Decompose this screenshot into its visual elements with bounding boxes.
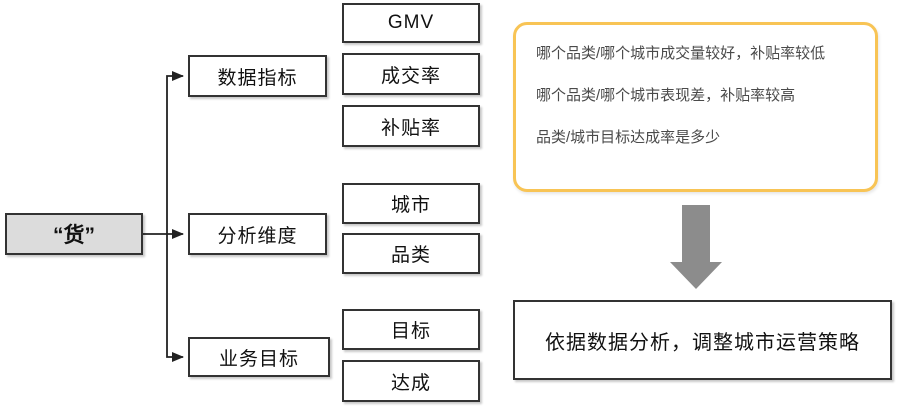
- node-root-goods: “货”: [5, 213, 143, 255]
- connector-root-to-metrics: [166, 71, 184, 234]
- node-conversion-rate: 成交率: [342, 53, 480, 95]
- node-city: 城市: [342, 183, 480, 224]
- node-gmv: GMV: [342, 3, 480, 43]
- question-line-1: 哪个品类/哪个城市成交量较好，补贴率较低: [536, 45, 826, 62]
- node-subsidy-rate: 补贴率: [342, 105, 480, 147]
- node-category: 品类: [342, 233, 480, 274]
- node-target: 目标: [342, 309, 480, 350]
- node-business-goals: 业务目标: [188, 337, 330, 377]
- questions-panel: 哪个品类/哪个城市成交量较好，补贴率较低 哪个品类/哪个城市表现差，补贴率较高 …: [513, 22, 878, 192]
- node-data-metrics: 数据指标: [188, 55, 327, 97]
- down-arrow-icon: [670, 205, 722, 289]
- connector-root-to-goals: [166, 234, 184, 362]
- question-line-3: 品类/城市目标达成率是多少: [536, 129, 721, 146]
- conclusion-box: 依据数据分析，调整城市运营策略: [513, 300, 892, 380]
- question-line-2: 哪个品类/哪个城市表现差，补贴率较高: [536, 87, 796, 104]
- node-analysis-dimensions: 分析维度: [188, 213, 327, 255]
- node-achievement: 达成: [342, 360, 480, 402]
